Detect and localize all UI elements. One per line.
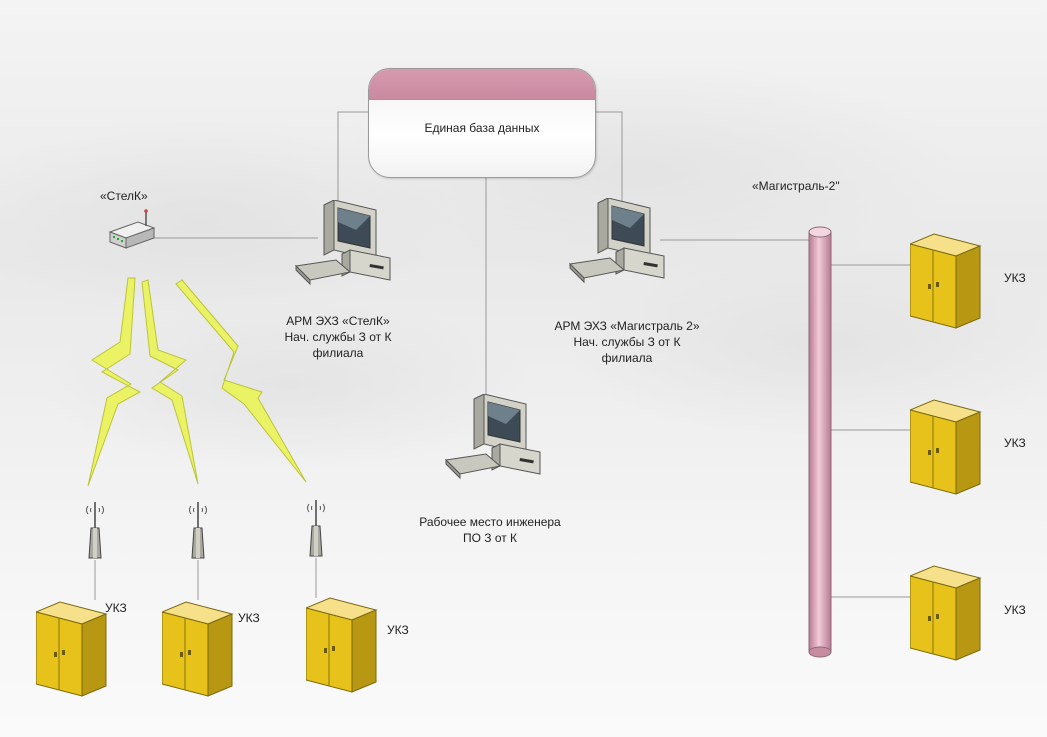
ukz-label: УКЗ bbox=[387, 623, 409, 637]
cabinet-icon bbox=[910, 399, 982, 495]
antenna-icon bbox=[189, 502, 207, 559]
cabinet-icon bbox=[162, 601, 234, 697]
antenna-icon bbox=[86, 502, 104, 559]
magistral-bus bbox=[808, 226, 832, 658]
stelk-arm-line2: Нач. службы З от К bbox=[284, 330, 392, 344]
database-cap bbox=[369, 69, 595, 100]
cabinet-icon bbox=[36, 601, 108, 697]
cabinet-icon bbox=[910, 233, 982, 329]
lightning-icon bbox=[87, 277, 142, 487]
database-node: Единая база данных bbox=[368, 68, 596, 178]
engineer-caption: Рабочее место инженера ПО З от К bbox=[400, 514, 580, 546]
computer-icon bbox=[568, 198, 665, 284]
link-db-stelk-arm bbox=[337, 111, 368, 210]
stelk-arm-line3: филиала bbox=[312, 346, 364, 360]
ukz-label: УКЗ bbox=[1004, 603, 1026, 617]
lightning-icon bbox=[175, 279, 307, 483]
magistral-arm-line1: АРМ ЭХЗ «Магистраль 2» bbox=[554, 319, 700, 333]
engineer-line1: Рабочее место инженера bbox=[419, 515, 561, 529]
engineer-line2: ПО З от К bbox=[462, 531, 518, 545]
antenna-icon bbox=[307, 500, 325, 557]
database-label: Единая база данных bbox=[424, 121, 540, 135]
computer-icon bbox=[294, 200, 391, 286]
ukz-label: УКЗ bbox=[105, 601, 127, 615]
magistral-arm-line2: Нач. службы З от К bbox=[573, 335, 681, 349]
cabinet-icon bbox=[306, 597, 378, 693]
computer-icon bbox=[444, 394, 541, 480]
ukz-label: УКЗ bbox=[1004, 436, 1026, 450]
magistral-arm-line3: филиала bbox=[601, 351, 653, 365]
ukz-label: УКЗ bbox=[1004, 271, 1026, 285]
stelk-label: «СтелК» bbox=[100, 189, 148, 203]
lightning-icon bbox=[141, 279, 199, 485]
magistral-label: «Магистраль-2" bbox=[752, 179, 840, 193]
ukz-label: УКЗ bbox=[238, 611, 260, 625]
link-db-magistral-arm bbox=[594, 111, 623, 203]
router-icon bbox=[108, 209, 156, 249]
stelk-arm-line1: АРМ ЭХЗ «СтелК» bbox=[286, 314, 390, 328]
stelk-arm-caption: АРМ ЭХЗ «СтелК» Нач. службы З от К филиа… bbox=[268, 313, 408, 361]
cabinet-icon bbox=[910, 565, 982, 661]
magistral-arm-caption: АРМ ЭХЗ «Магистраль 2» Нач. службы З от … bbox=[532, 318, 722, 366]
